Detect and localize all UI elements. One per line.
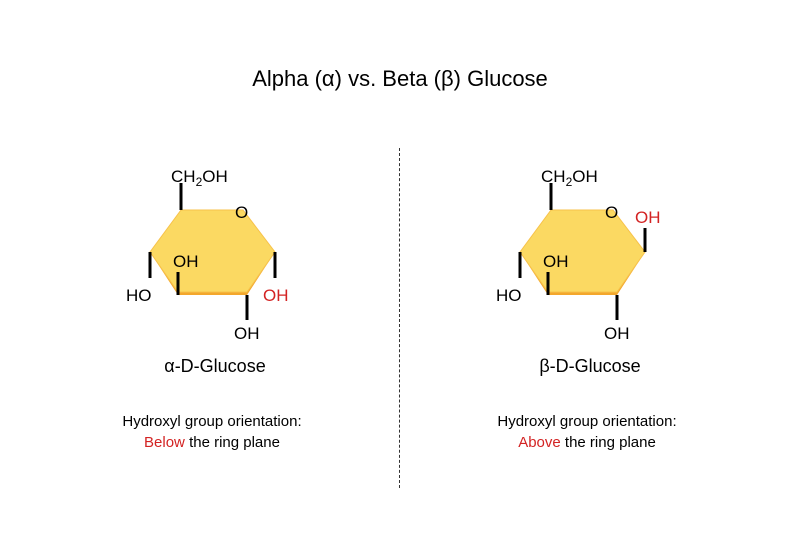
ring-oxygen-label: O (235, 203, 248, 222)
ch2oh-label: CH2OH (541, 167, 598, 189)
orientation-value: Below the ring plane (32, 432, 392, 453)
orientation-label: Hydroxyl group orientation: (122, 413, 302, 430)
ring-oxygen-label: O (605, 203, 618, 222)
dashed-divider (399, 148, 400, 488)
c3-oh-label: OH (173, 252, 199, 271)
c3-oh-label: OH (543, 252, 569, 271)
ch2oh-label: CH2OH (171, 167, 228, 189)
beta-glucose-name: β-D-Glucose (539, 356, 641, 376)
alpha-glucose-structure: CH2OH O OH HO OH OH (126, 167, 289, 343)
orientation-highlight: Below (144, 434, 185, 451)
orientation-rest: the ring plane (189, 434, 280, 451)
c1-oh-label: OH (635, 208, 661, 227)
orientation-label: Hydroxyl group orientation: (497, 413, 677, 430)
alpha-glucose-name: α-D-Glucose (164, 356, 266, 376)
c2-oh-label: OH (234, 324, 260, 343)
beta-orientation-description: Hydroxyl group orientation: Above the ri… (407, 411, 767, 453)
alpha-orientation-description: Hydroxyl group orientation: Below the ri… (32, 411, 392, 453)
c2-oh-label: OH (604, 324, 630, 343)
orientation-rest: the ring plane (564, 434, 656, 451)
c1-oh-label: OH (263, 286, 289, 305)
c4-ho-label: HO (496, 286, 522, 305)
orientation-highlight: Above (518, 434, 561, 451)
c4-ho-label: HO (126, 286, 152, 305)
beta-glucose-structure: CH2OH O OH OH HO OH (496, 167, 661, 343)
page-title: Alpha (α) vs. Beta (β) Glucose (252, 66, 548, 91)
orientation-value: Above the ring plane (407, 432, 767, 453)
